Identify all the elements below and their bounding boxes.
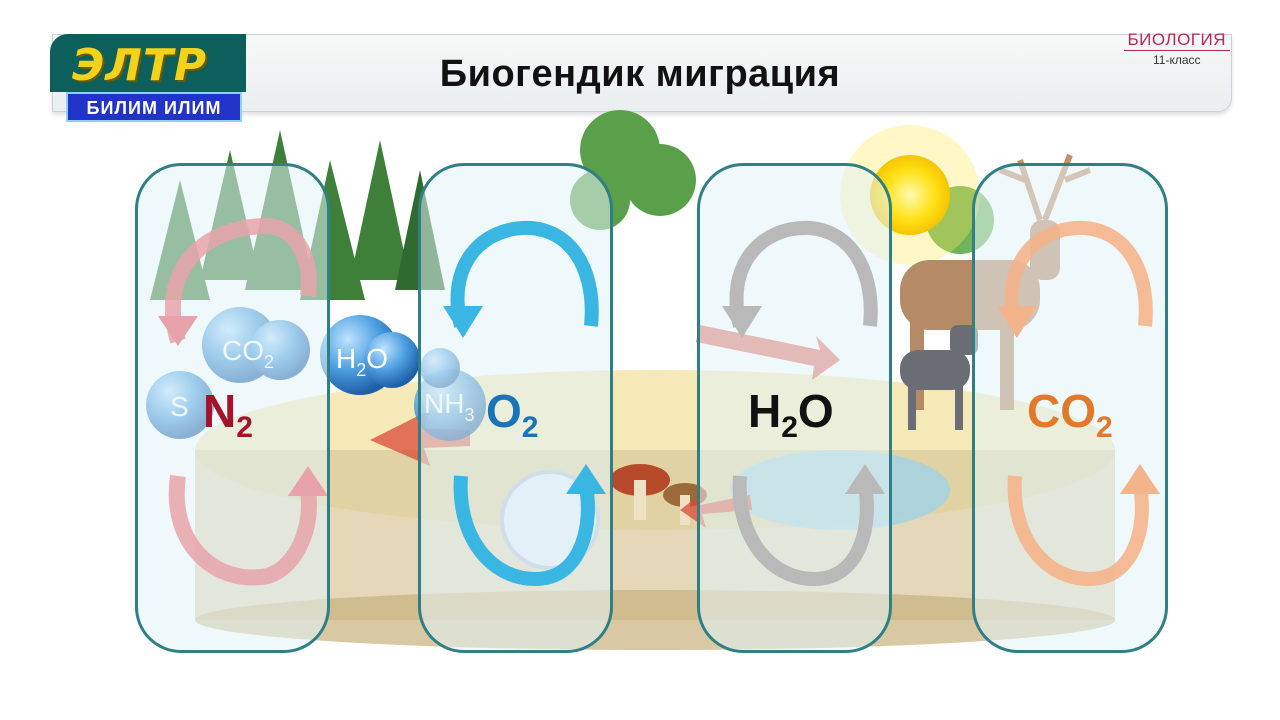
subject-name: БИОЛОГИЯ — [1123, 30, 1230, 51]
cycle-arrows-carbon — [997, 220, 1160, 586]
label-main: CO — [1027, 385, 1096, 437]
subject-grade: 11-класс — [1152, 53, 1201, 67]
wolf-icon — [900, 325, 978, 430]
label-main: O — [486, 385, 522, 437]
cycle-arrows-oxygen — [443, 220, 606, 586]
panel-carbon: CO2 — [972, 163, 1168, 653]
label-sub: 2 — [236, 411, 253, 444]
label-main: H — [748, 385, 782, 437]
logo-bottom-text: БИЛИМ ИЛИМ — [86, 98, 222, 118]
logo-top-text: ЭЛТР — [72, 40, 208, 91]
label-sub: 2 — [521, 411, 539, 444]
logo-top-block: ЭЛТР — [50, 34, 246, 92]
page-title: Биогендик миграция — [439, 53, 841, 95]
panel-label-oxygen: O2 — [486, 384, 538, 445]
label-tail: O — [797, 385, 834, 437]
panel-water: H2O — [697, 163, 892, 653]
label-main: N — [203, 385, 237, 437]
label-sub: 2 — [781, 411, 798, 444]
subject-badge: БИОЛОГИЯ 11-класс — [1123, 30, 1230, 67]
panel-label-nitrogen: N2 — [203, 384, 253, 445]
panel-oxygen: O2 — [418, 163, 613, 653]
cycle-arrows-water — [722, 220, 885, 586]
bubble-h2o-text: H2O — [336, 343, 388, 380]
header-bar — [52, 34, 1232, 112]
logo-bottom-block: БИЛИМ ИЛИМ — [66, 92, 242, 122]
bubble-h2o: H2O — [320, 315, 420, 395]
logo: ЭЛТР БИЛИМ ИЛИМ — [50, 34, 246, 122]
label-sub: 2 — [1096, 411, 1113, 444]
panel-nitrogen: N2 — [135, 163, 330, 653]
cycle-arrows-nitrogen — [158, 217, 327, 586]
panel-label-carbon: CO2 — [1027, 384, 1113, 445]
panel-label-water: H2O — [748, 384, 834, 445]
